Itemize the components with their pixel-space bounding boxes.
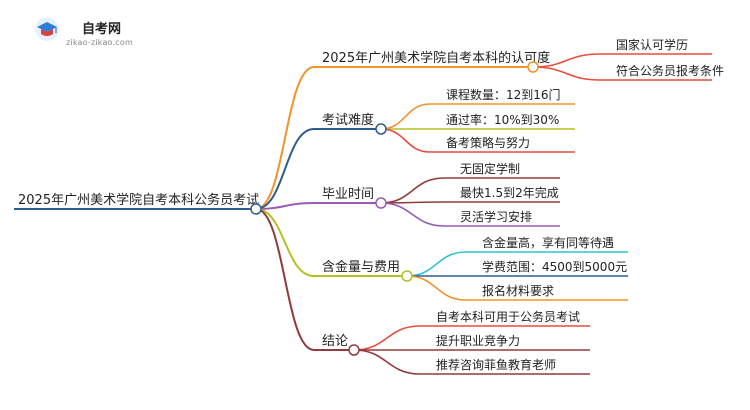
leaf-connector (353, 349, 421, 375)
leaf-label[interactable]: 无固定学制 (460, 161, 520, 176)
leaf-connector (406, 275, 467, 301)
branch-node-circle[interactable] (527, 61, 539, 73)
branch-label[interactable]: 含金量与费用 (322, 259, 400, 275)
leaf-label[interactable]: 报名材料要求 (482, 283, 554, 298)
leaf-connector (353, 325, 421, 351)
branch-connector (255, 66, 315, 210)
branch-node-circle[interactable] (401, 270, 413, 282)
leaf-label[interactable]: 通过率：10%到30% (446, 112, 559, 127)
leaf-connector (380, 177, 445, 204)
root-node-circle[interactable] (250, 203, 262, 215)
leaf-connector (406, 251, 467, 277)
leaf-label[interactable]: 最快1.5到2年完成 (460, 185, 559, 200)
graduation-cap-icon (35, 17, 59, 41)
leaf-connector (380, 103, 431, 130)
branch-node-circle[interactable] (375, 123, 387, 135)
branch-node-circle[interactable] (348, 344, 360, 356)
branch-connector (255, 208, 315, 277)
leaf-label[interactable]: 推荐咨询菲鱼教育老师 (436, 357, 556, 372)
leaf-label[interactable]: 自考本科可用于公务员考试 (436, 309, 580, 324)
leaf-connector (380, 128, 431, 153)
branch-label[interactable]: 2025年广州美术学院自考本科的认可度 (322, 50, 550, 66)
leaf-connector (380, 202, 445, 227)
leaf-label[interactable]: 国家认可学历 (616, 37, 688, 52)
leaf-label[interactable]: 课程数量：12到16门 (446, 87, 561, 102)
logo-name: 自考网 (82, 22, 122, 37)
site-logo[interactable]: 自考网 zikao-zikao.com (30, 14, 150, 50)
branch-label[interactable]: 毕业时间 (322, 187, 374, 202)
branch-connector (255, 202, 315, 210)
leaf-label[interactable]: 学费范围：4500到5000元 (482, 259, 627, 274)
leaf-connector (532, 66, 601, 81)
leaf-label[interactable]: 备考策略与努力 (446, 135, 530, 150)
leaf-label[interactable]: 灵活学习安排 (460, 209, 532, 224)
leaf-label[interactable]: 提升职业竞争力 (436, 333, 520, 348)
leaf-label[interactable]: 符合公务员报考条件 (616, 63, 724, 78)
logo-url: zikao-zikao.com (66, 38, 133, 47)
branch-node-circle[interactable] (375, 197, 387, 209)
root-label[interactable]: 2025年广州美术学院自考本科公务员考试 (18, 192, 259, 208)
branch-connector (255, 208, 315, 351)
leaf-label[interactable]: 含金量高，享有同等待遇 (482, 235, 614, 250)
branch-connector (255, 128, 315, 210)
branch-label[interactable]: 考试难度 (322, 112, 374, 128)
branch-label[interactable]: 结论 (322, 334, 348, 349)
